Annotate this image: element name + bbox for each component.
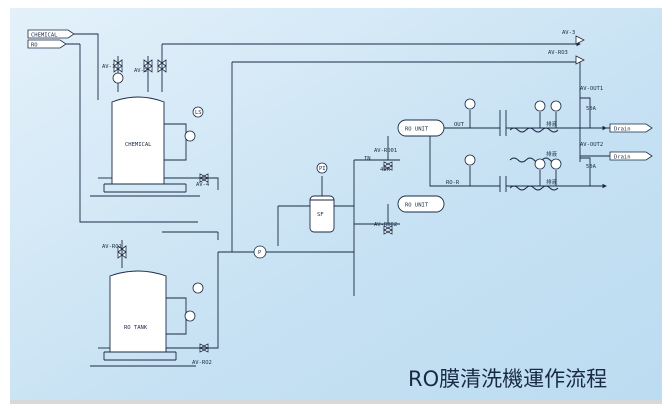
chemical-ls-top-icon — [192, 106, 204, 118]
av1-valve — [113, 59, 123, 73]
drain2-label: Drain — [614, 155, 631, 161]
drain1-label: Drain — [614, 127, 631, 133]
avro2-valve — [199, 343, 209, 353]
waste-wave-2 — [509, 185, 559, 191]
avro02-label: AV-RO02 — [374, 222, 397, 228]
avro01-label: AV-RO01 — [374, 148, 397, 154]
ro1-reject-pipe — [429, 136, 500, 187]
waste-tag-3: 排液 — [546, 150, 558, 158]
out-label: OUT — [454, 122, 465, 128]
av2-valve — [143, 59, 153, 73]
ro-tank-body — [109, 270, 167, 353]
chemical-input-label: CHEMICAL — [31, 33, 58, 39]
sensor-1a-icon — [534, 100, 546, 112]
sf-label: SF — [317, 212, 324, 218]
ls-label: LS — [195, 110, 202, 116]
sensor-pipes-2 — [539, 170, 557, 186]
av3-end-valve — [575, 35, 585, 45]
av4-valve — [199, 173, 209, 183]
in-label: IN — [364, 156, 371, 162]
pump-icon — [253, 245, 267, 259]
sensor-2b-icon — [550, 158, 562, 170]
flowmeter-1 — [499, 110, 507, 136]
drain-headers — [580, 127, 610, 157]
waste-wave-1 — [509, 127, 559, 133]
avro3-end-valve — [575, 55, 585, 65]
sensor-pipes-1 — [539, 112, 557, 128]
avout1-label: AV-OUT1 — [580, 86, 603, 92]
ror-label: RO-R — [446, 180, 460, 186]
av3-label: AV-3 — [562, 30, 575, 36]
ro2-pi-icon — [464, 154, 476, 166]
size-40a-label: 40A — [380, 167, 391, 173]
ro-input-label: RO — [31, 43, 38, 49]
bottom-bar — [10, 400, 662, 404]
chemical-input-box — [27, 29, 75, 39]
ro-input-box — [27, 39, 67, 49]
waste-tag-2: 排液 — [546, 178, 558, 186]
avro2-label: AV-RO2 — [192, 360, 212, 366]
avro02-valve — [383, 225, 393, 235]
size-50a-label-1: 50A — [586, 106, 597, 112]
ro-ls-top-icon — [192, 282, 204, 294]
ro-feed-pipe — [79, 44, 198, 223]
chemical-tank-body — [111, 96, 165, 185]
avro1-valve — [117, 245, 127, 259]
chemical-ls-bottom-icon — [184, 130, 196, 142]
ro-unit-2-label: RO UNIT — [405, 203, 429, 209]
drain1-box — [609, 123, 653, 133]
ro-tank-label: RO TANK — [124, 325, 148, 331]
av4-label: AV-4 — [196, 182, 210, 188]
avro3-label: AV-RO3 — [548, 50, 568, 56]
avout2-label: AV-OUT2 — [580, 142, 603, 148]
avro1-label: AV-RO1 — [102, 244, 122, 250]
av1-gauge-icon — [112, 72, 124, 84]
av1-label: AV-1 — [102, 64, 115, 70]
waste-tag-1: 排液 — [546, 120, 558, 128]
av3-valve — [157, 59, 167, 73]
ro1-pi-icon — [464, 98, 476, 110]
filter-pi-icon — [316, 162, 328, 174]
chemical-tank-label: CHEMICAL — [125, 142, 152, 148]
av2-label: AV-2 — [134, 68, 147, 74]
chemical-tank-base — [103, 183, 187, 193]
waste-wave-3 — [509, 157, 559, 163]
sensor-2a-icon — [534, 158, 546, 170]
avro01-valve — [383, 161, 393, 171]
drain2-pipe — [580, 157, 607, 189]
ro-ls-bottom-icon — [184, 310, 196, 322]
ro-unit-1-label: RO UNIT — [405, 127, 429, 133]
drain2-box — [609, 151, 653, 161]
chemical-level-loop — [164, 123, 187, 161]
flowmeter-2 — [499, 176, 507, 192]
ro-unit-2 — [397, 195, 445, 213]
chemical-outlet-pipe — [164, 177, 219, 190]
pump-label: P — [258, 250, 262, 256]
size-50a-label-2: 50A — [586, 164, 597, 170]
ro-outlet-pipe — [166, 252, 219, 349]
sensor-1b-icon — [550, 100, 562, 112]
page-title: RO膜清洗機運作流程 — [408, 367, 607, 391]
ro-tank-base — [103, 351, 177, 361]
filter-pi-label: PI — [319, 166, 326, 172]
